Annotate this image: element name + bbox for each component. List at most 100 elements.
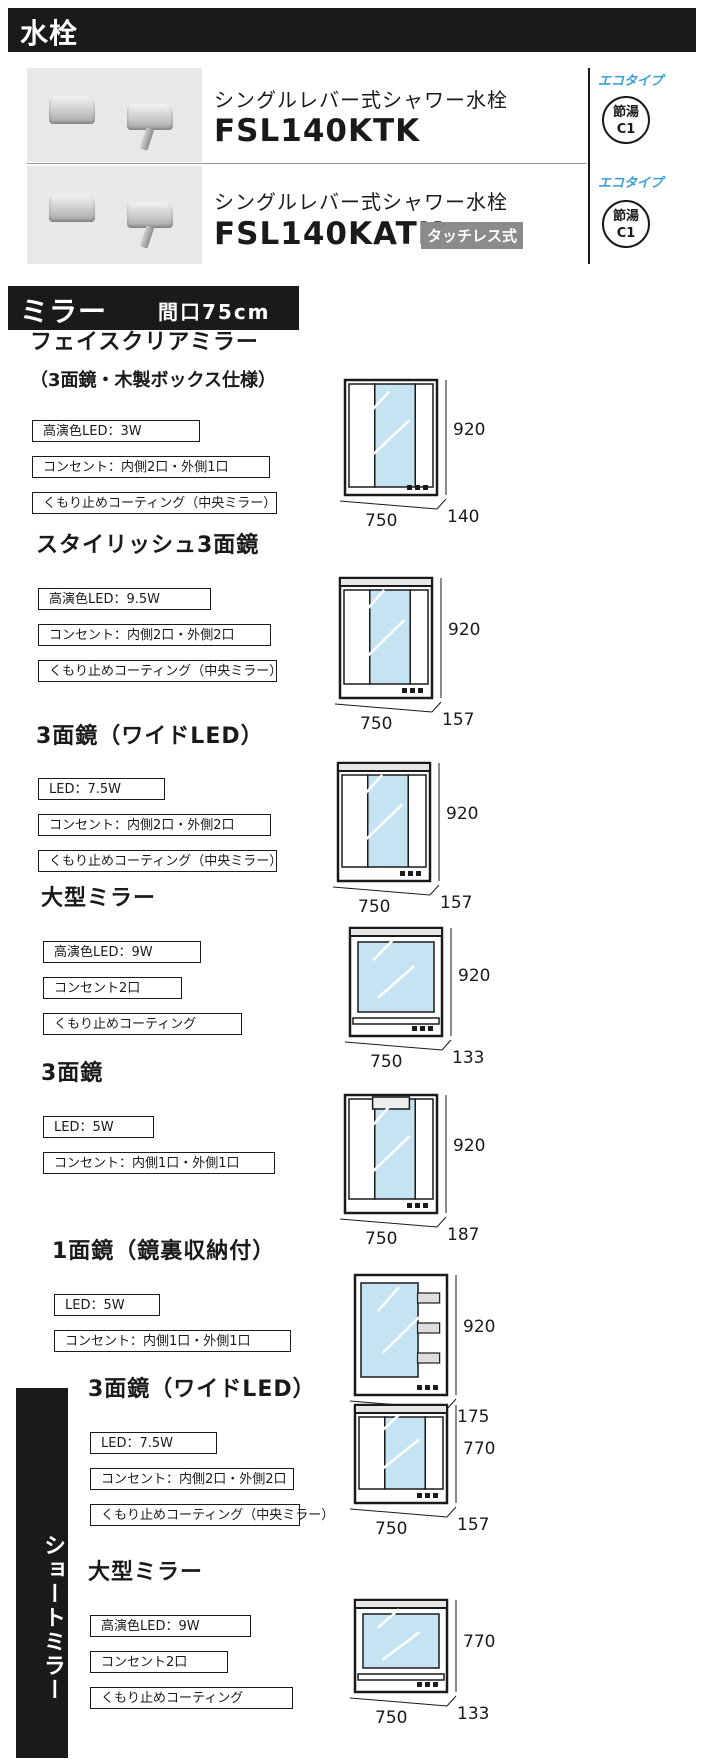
mirror-top-light bbox=[337, 762, 431, 772]
faucet-section-title: 水栓 bbox=[20, 17, 79, 50]
faucet-name-1: シングルレバー式シャワー水栓 bbox=[214, 88, 508, 112]
faucet-section-header: 水栓 bbox=[8, 8, 696, 52]
depth-dimension-line bbox=[429, 884, 440, 896]
outlet-icon bbox=[408, 871, 413, 876]
spec-label: くもり止めコーティング bbox=[43, 1013, 242, 1035]
outlet-icon bbox=[407, 485, 412, 490]
faucet-model-1: FSL140KTK bbox=[214, 113, 421, 149]
product-title: 1面鏡（鏡裏収納付） bbox=[52, 1239, 276, 1264]
mirror-illustration bbox=[338, 576, 434, 700]
mirror-glass-panel bbox=[369, 589, 411, 685]
mirror-glass-panel bbox=[424, 1416, 444, 1490]
mirror-top-light bbox=[339, 577, 433, 587]
height-dimension: 920 bbox=[463, 1317, 496, 1337]
height-dimension: 770 bbox=[463, 1439, 496, 1460]
reflection-line bbox=[377, 1608, 400, 1629]
faucet-spout-image bbox=[49, 194, 95, 222]
short-mirror-tab: ショートミラー bbox=[16, 1388, 68, 1758]
outlet-icon bbox=[423, 485, 428, 490]
short-mirror-label: ショートミラー bbox=[40, 1534, 65, 1702]
outlet-icon bbox=[410, 688, 415, 693]
spec-label: コンセント：内側2口・外側2口 bbox=[90, 1468, 294, 1490]
faucet-lever-image bbox=[139, 225, 155, 249]
product-title: フェイスクリアミラー bbox=[30, 330, 259, 355]
mirror-glass-panel bbox=[358, 1416, 386, 1490]
reflection-line bbox=[377, 1286, 401, 1312]
width-dimension-line bbox=[349, 1697, 448, 1707]
storage-shelf bbox=[416, 1322, 441, 1334]
touchless-tag: タッチレス式 bbox=[421, 222, 524, 249]
reflection-line bbox=[371, 419, 411, 456]
depth-dimension-line bbox=[436, 498, 447, 510]
product-subtitle: （3面鏡・木製ボックス仕様） bbox=[30, 370, 276, 391]
depth-dimension-line bbox=[441, 1039, 452, 1051]
reflection-line bbox=[376, 964, 416, 1000]
width-dimension: 750 bbox=[360, 714, 393, 734]
mirror-illustration bbox=[353, 1273, 449, 1397]
mirror-section-header: ミラー 間口75cm bbox=[8, 286, 299, 330]
faucet-valve-image bbox=[127, 202, 173, 228]
height-dimension: 920 bbox=[453, 420, 486, 441]
spec-label: LED：7.5W bbox=[38, 778, 165, 800]
reflection-line bbox=[366, 619, 406, 657]
depth-dimension: 157 bbox=[457, 1515, 490, 1535]
spec-label: 高演色LED：3W bbox=[32, 420, 200, 442]
height-dimension: 920 bbox=[458, 965, 491, 986]
dimension-lines bbox=[349, 1600, 457, 1707]
height-dimension: 770 bbox=[463, 1632, 496, 1653]
faucet-lever-image bbox=[139, 127, 155, 151]
badge-line-1: 節湯 bbox=[612, 105, 639, 120]
width-dimension: 750 bbox=[375, 1708, 408, 1728]
spec-label: くもり止めコーティング（中央ミラー） bbox=[38, 660, 282, 682]
mirror-section-title: ミラー bbox=[20, 295, 108, 328]
depth-dimension-line bbox=[436, 1216, 447, 1228]
outlet-icon bbox=[418, 688, 423, 693]
outlet-icon bbox=[400, 871, 405, 876]
spec-label: コンセント：内側2口・外側2口 bbox=[38, 814, 271, 836]
width-dimension-line bbox=[339, 1218, 438, 1228]
outlet-icon bbox=[425, 1682, 430, 1687]
water-saving-badge-1: 節湯 C1 bbox=[602, 96, 650, 144]
spec-label: 高演色LED：9W bbox=[90, 1615, 251, 1637]
depth-dimension: 175 bbox=[457, 1407, 490, 1427]
outlet-icon bbox=[433, 1385, 438, 1390]
reflection-line bbox=[381, 1438, 421, 1470]
depth-dimension-line bbox=[446, 1398, 457, 1410]
spec-label: くもり止めコーティング bbox=[90, 1687, 293, 1709]
depth-dimension: 157 bbox=[442, 710, 475, 730]
width-dimension-line bbox=[334, 703, 433, 713]
outlet-icon bbox=[428, 1026, 433, 1031]
width-dimension: 750 bbox=[358, 897, 391, 917]
mirror-glass-panel bbox=[407, 774, 427, 868]
reflection-line bbox=[371, 1135, 411, 1173]
mirror-shelf bbox=[352, 1017, 440, 1025]
spec-label: コンセント：内側2口・外側1口 bbox=[32, 456, 270, 478]
spec-label: コンセント：内側1口・外側1口 bbox=[43, 1152, 275, 1174]
spec-label: LED：5W bbox=[43, 1116, 154, 1138]
dimension-lines bbox=[332, 763, 440, 896]
product-title: 大型ミラー bbox=[88, 1560, 204, 1585]
mirror-illustration bbox=[343, 1093, 439, 1215]
product-title: 大型ミラー bbox=[41, 886, 157, 911]
outlet-icon bbox=[416, 871, 421, 876]
outlet-icon bbox=[433, 1682, 438, 1687]
height-dimension: 920 bbox=[448, 620, 481, 640]
mirror-glass-panel bbox=[409, 589, 429, 685]
reflection-line bbox=[381, 1316, 421, 1354]
depth-dimension: 133 bbox=[452, 1048, 485, 1068]
storage-shelf bbox=[416, 1292, 441, 1304]
mirror-illustration bbox=[343, 378, 439, 497]
reflection-line bbox=[372, 937, 396, 962]
spec-label: 高演色LED：9W bbox=[43, 941, 201, 963]
width-dimension: 750 bbox=[365, 1229, 398, 1249]
reflection-line bbox=[362, 589, 386, 615]
dimension-lines bbox=[339, 1095, 447, 1228]
reflection-line bbox=[364, 803, 404, 841]
spec-label: くもり止めコーティング（中央ミラー） bbox=[90, 1504, 334, 1526]
spec-label: コンセント2口 bbox=[90, 1651, 228, 1673]
product-title: スタイリッシュ3面鏡 bbox=[36, 533, 260, 558]
reflection-line bbox=[377, 1413, 401, 1436]
outlet-icon bbox=[423, 1203, 428, 1208]
dimension-lines bbox=[349, 1405, 457, 1518]
mirror-illustration bbox=[348, 926, 444, 1038]
